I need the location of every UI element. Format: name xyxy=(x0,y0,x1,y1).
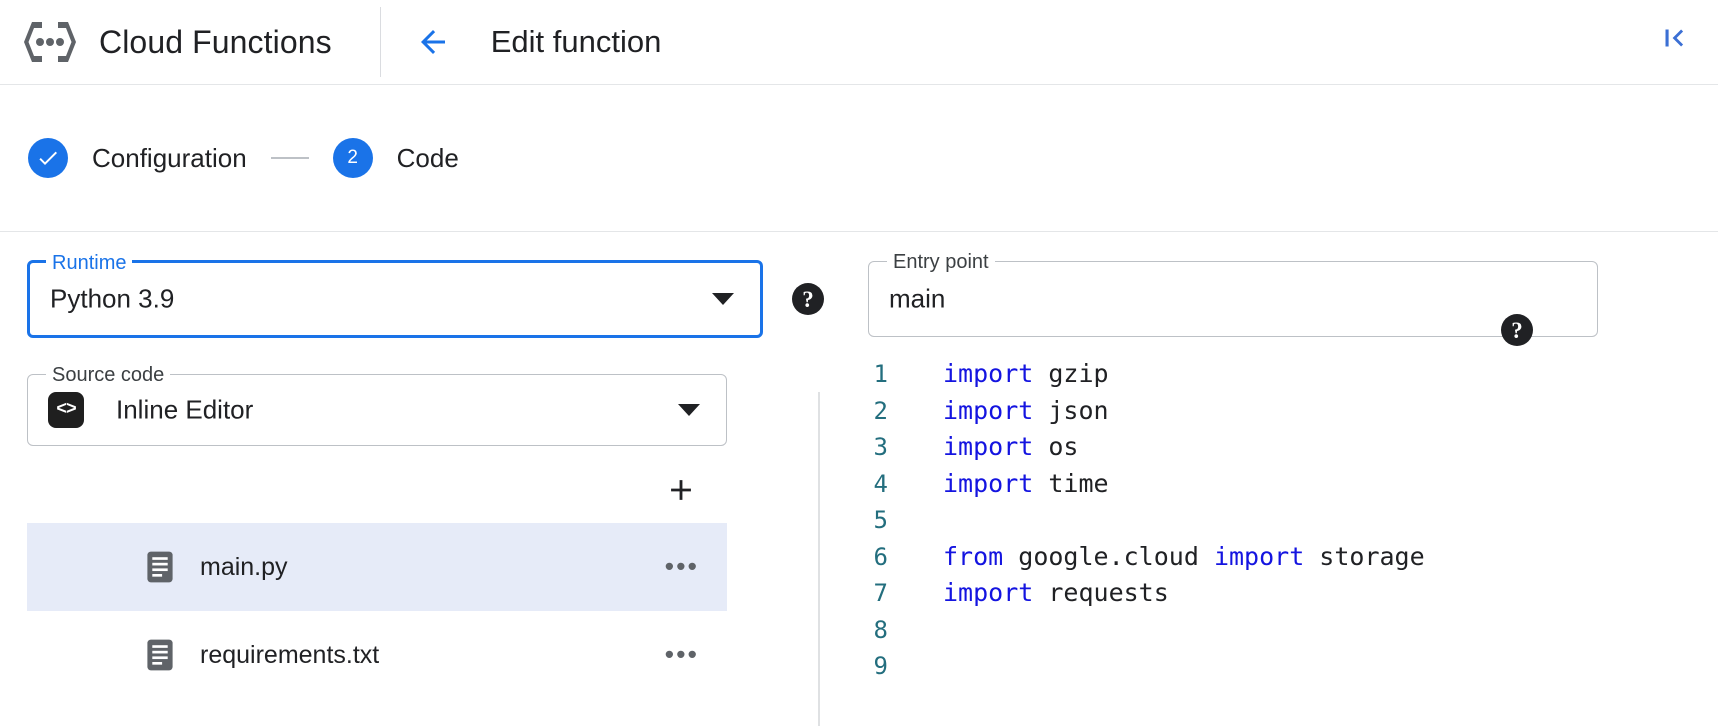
source-code-value: Inline Editor xyxy=(116,394,254,425)
file-list-item-requirements-txt[interactable]: requirements.txt ••• xyxy=(27,611,727,699)
top-header-bar: Cloud Functions Edit function xyxy=(0,0,1718,85)
help-icon[interactable]: ? xyxy=(792,283,824,315)
code-keyword: import xyxy=(943,359,1034,388)
code-keyword: from xyxy=(943,541,1004,571)
panel-divider xyxy=(818,392,820,726)
entry-point-help-icon-wrap[interactable]: ? xyxy=(1501,314,1533,346)
code-line: 2 import json xyxy=(828,393,1718,430)
page-title: Edit function xyxy=(490,24,662,59)
code-line: 9 xyxy=(828,648,1718,685)
code-keyword: import xyxy=(943,395,1034,425)
chevron-down-icon[interactable] xyxy=(678,404,700,416)
source-code-select[interactable]: Source code <> Inline Editor xyxy=(27,363,727,446)
line-number: 9 xyxy=(873,652,888,680)
line-number: 7 xyxy=(873,579,888,607)
runtime-label: Runtime xyxy=(46,251,133,275)
line-number: 4 xyxy=(873,469,888,498)
code-identifier: gzip xyxy=(1033,359,1109,388)
cloud-functions-icon xyxy=(22,14,78,70)
code-line: 1 import gzip xyxy=(828,356,1718,393)
file-toolbar xyxy=(27,454,727,530)
entry-point-input[interactable]: Entry point main ? xyxy=(868,250,1598,346)
code-line: 4 import time xyxy=(828,466,1718,503)
help-icon[interactable]: ? xyxy=(1501,314,1533,346)
step-configuration[interactable]: Configuration xyxy=(28,138,247,178)
step-connector xyxy=(270,157,309,159)
code-line: 5 xyxy=(828,502,1718,539)
code-brackets-icon: <> xyxy=(48,392,84,428)
file-icon xyxy=(146,550,174,584)
step-configuration-check-icon xyxy=(28,138,68,178)
code-identifier: time xyxy=(1033,468,1109,498)
line-number: 1 xyxy=(873,360,888,388)
chevron-down-icon[interactable] xyxy=(712,293,734,305)
runtime-value: Python 3.9 xyxy=(50,283,175,314)
wizard-stepper: Configuration 2 Code xyxy=(0,85,1718,232)
product-title: Cloud Functions xyxy=(99,23,332,60)
code-line-text[interactable]: import time xyxy=(943,466,1109,503)
source-code-label: Source code xyxy=(46,363,171,387)
entry-point-label: Entry point xyxy=(887,250,995,274)
file-row-overflow-menu-icon[interactable]: ••• xyxy=(664,639,699,670)
runtime-help-icon-wrap[interactable]: ? xyxy=(792,283,824,315)
code-line: 3 import os xyxy=(828,429,1718,466)
entry-point-value[interactable]: main xyxy=(889,283,946,314)
runtime-select[interactable]: Runtime Python 3.9 xyxy=(27,251,763,338)
code-identifier: google.cloud xyxy=(1003,541,1214,571)
line-number: 3 xyxy=(873,433,888,461)
code-line-text[interactable]: import os xyxy=(943,429,1078,466)
code-keyword: import xyxy=(1213,541,1305,571)
code-line: 6 from google.cloud import storage xyxy=(828,539,1718,576)
code-line: 7 import requests xyxy=(828,575,1718,612)
line-number: 5 xyxy=(873,506,888,534)
file-icon xyxy=(146,638,174,672)
line-number: 6 xyxy=(873,542,888,571)
line-number: 2 xyxy=(873,396,888,425)
code-line-text[interactable]: import gzip xyxy=(943,356,1109,393)
header-divider xyxy=(379,7,381,77)
step-configuration-label: Configuration xyxy=(92,142,247,173)
back-arrow-icon[interactable] xyxy=(411,20,455,64)
product-home-link[interactable]: Cloud Functions xyxy=(0,0,332,84)
code-identifier: os xyxy=(1033,432,1079,461)
step-code-label: Code xyxy=(396,142,459,173)
file-row-overflow-menu-icon[interactable]: ••• xyxy=(664,551,699,582)
file-name: main.py xyxy=(200,552,288,581)
code-identifier: json xyxy=(1033,395,1109,425)
code-identifier: requests xyxy=(1033,578,1169,607)
code-identifier: storage xyxy=(1304,541,1425,571)
code-step-content: Runtime Python 3.9 ? Entry point main ? … xyxy=(0,232,1718,726)
code-keyword: import xyxy=(943,578,1034,607)
code-line: 8 xyxy=(828,612,1718,649)
file-list: main.py ••• requirements.txt ••• xyxy=(27,523,727,699)
code-line-text[interactable]: import requests xyxy=(943,575,1169,612)
line-number: 8 xyxy=(873,615,888,644)
collapse-panel-icon[interactable] xyxy=(1652,16,1696,60)
file-name: requirements.txt xyxy=(200,640,380,669)
file-list-item-main-py[interactable]: main.py ••• xyxy=(27,523,727,611)
inline-code-editor[interactable]: 1 import gzip 2 import json 3 import os 4 impor… xyxy=(828,356,1718,726)
step-code-number: 2 xyxy=(332,138,373,178)
plus-icon[interactable] xyxy=(657,466,705,514)
code-keyword: import xyxy=(943,432,1034,461)
code-line-text[interactable]: from google.cloud import storage xyxy=(943,539,1425,576)
code-line-text[interactable]: import json xyxy=(943,393,1109,430)
step-code[interactable]: 2 Code xyxy=(332,138,459,178)
code-keyword: import xyxy=(943,468,1034,498)
